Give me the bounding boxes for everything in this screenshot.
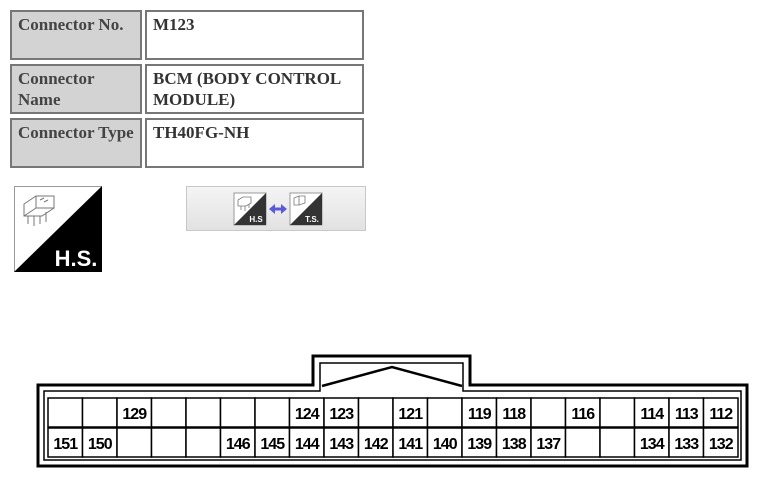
pin-number: 144 <box>295 436 320 453</box>
pin-cell-bottom-8 <box>288 427 325 458</box>
pin-number: 141 <box>398 436 423 453</box>
pin-number: 150 <box>88 436 113 453</box>
pin-grid: 129 124 123 121 119 118 116 114 113 112 151 150 146 1… <box>47 397 739 458</box>
pin-number: 113 <box>675 406 699 423</box>
pin-cell-top-18 <box>633 397 670 428</box>
pin-cell-top-19 <box>668 397 705 428</box>
pin-cell-bottom-15 <box>530 427 567 458</box>
pin-cell-top-3 <box>116 397 153 428</box>
pin-number: 137 <box>536 436 561 453</box>
pin-cell-top-13 <box>461 397 498 428</box>
pin-cell-bottom-9 <box>323 427 360 458</box>
connector-housing <box>36 354 749 468</box>
hs-mini-label: H.S <box>249 215 263 224</box>
pin-number: 129 <box>122 406 147 423</box>
connector-name-row: Connector Name BCM (BODY CONTROL MODULE) <box>10 64 364 114</box>
pin-number: 142 <box>364 436 389 453</box>
pin-number: 124 <box>295 406 320 423</box>
pin-number: 151 <box>53 436 78 453</box>
hs-icon-label: H.S. <box>55 246 98 271</box>
connector-name-value: BCM (BODY CONTROL MODULE) <box>145 64 364 114</box>
pin-cell-bottom-3 <box>116 427 153 458</box>
connector-no-value: M123 <box>145 10 364 60</box>
pin-number: 146 <box>226 436 251 453</box>
pin-number: 119 <box>468 406 492 423</box>
pin-cell-top-20 <box>702 397 739 428</box>
pin-cell-top-4 <box>150 397 187 428</box>
pin-cell-bottom-17 <box>599 427 636 458</box>
pin-number: 145 <box>260 436 285 453</box>
hs-mini-icon: H.S <box>233 192 267 226</box>
ts-mini-label: T.S. <box>305 215 319 224</box>
connector-no-row: Connector No. M123 <box>10 10 364 60</box>
pin-number: 133 <box>674 436 699 453</box>
pin-cell-top-6 <box>219 397 256 428</box>
connector-info-table: Connector No. M123 Connector Name BCM (B… <box>7 6 367 172</box>
pin-cell-top-10 <box>357 397 394 428</box>
pin-cell-top-12 <box>426 397 463 428</box>
pin-cell-bottom-10 <box>357 427 394 458</box>
pin-number: 134 <box>640 436 665 453</box>
pin-number: 116 <box>571 406 595 423</box>
pin-cell-top-1 <box>47 397 84 428</box>
pin-cell-bottom-18 <box>633 427 670 458</box>
pin-cell-top-14 <box>495 397 532 428</box>
ts-mini-icon: T.S. <box>289 192 323 226</box>
connector-type-value: TH40FG-NH <box>145 118 364 168</box>
pin-number: 138 <box>502 436 527 453</box>
connector-name-label: Connector Name <box>10 64 142 114</box>
connector-type-label: Connector Type <box>10 118 142 168</box>
pin-cell-bottom-6 <box>219 427 256 458</box>
pin-cell-top-2 <box>81 397 118 428</box>
pin-cell-bottom-16 <box>564 427 601 458</box>
pin-number: 112 <box>709 406 733 423</box>
swap-arrow-icon <box>269 204 287 214</box>
pin-cell-top-7 <box>254 397 291 428</box>
pin-number: 118 <box>502 406 526 423</box>
pin-number: 143 <box>329 436 354 453</box>
connector-type-row: Connector Type TH40FG-NH <box>10 118 364 168</box>
pin-cell-bottom-12 <box>426 427 463 458</box>
pin-number: 139 <box>467 436 492 453</box>
pin-number: 121 <box>398 406 423 423</box>
connector-no-label: Connector No. <box>10 10 142 60</box>
pin-cell-top-15 <box>530 397 567 428</box>
pin-cell-bottom-4 <box>150 427 187 458</box>
pin-cell-top-17 <box>599 397 636 428</box>
harness-side-view-icon: H.S. <box>14 186 102 272</box>
view-toggle-button[interactable]: H.S T.S. <box>186 186 366 231</box>
pin-number: 114 <box>640 406 664 423</box>
pin-cell-top-5 <box>185 397 222 428</box>
pin-cell-bottom-5 <box>185 427 222 458</box>
pin-number: 132 <box>709 436 734 453</box>
pin-cell-bottom-20 <box>702 427 739 458</box>
pin-number: 123 <box>329 406 354 423</box>
pin-number: 140 <box>433 436 458 453</box>
